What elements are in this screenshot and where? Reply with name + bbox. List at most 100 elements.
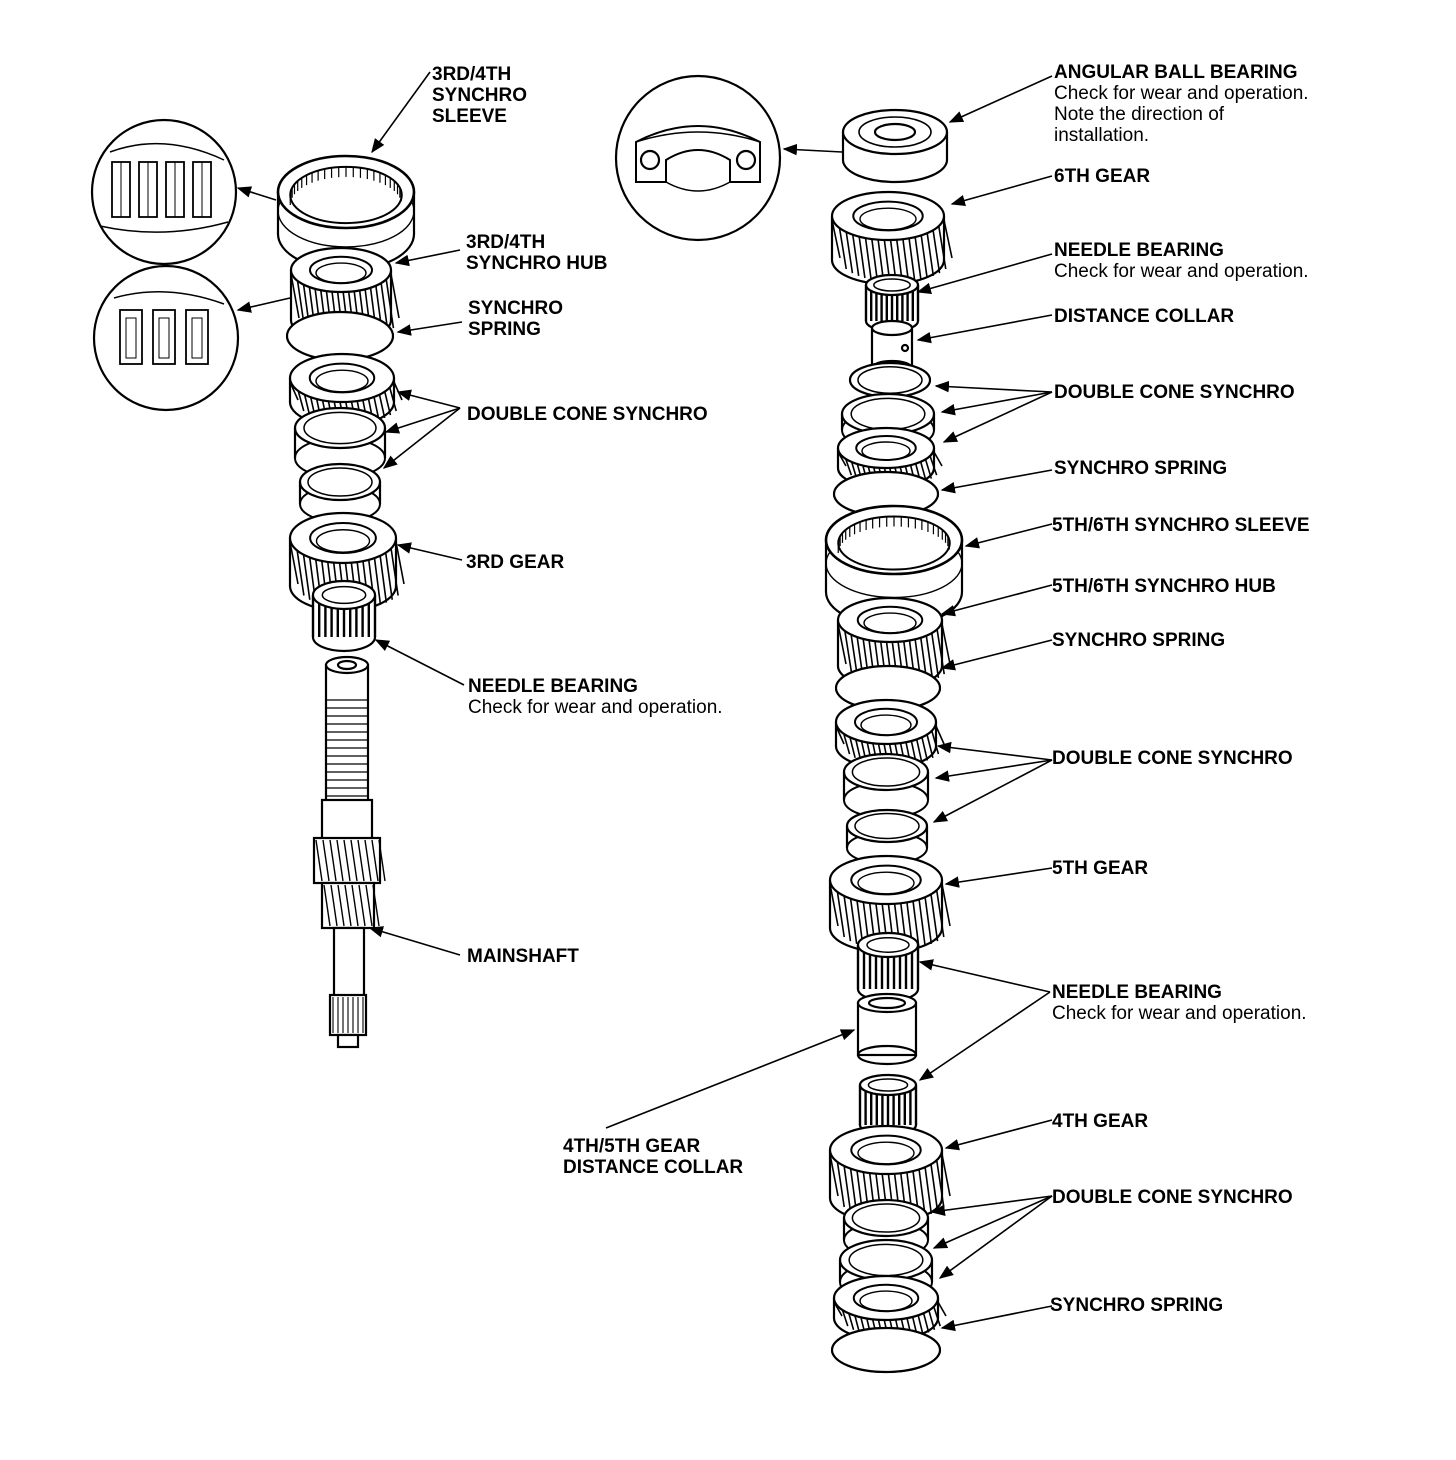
label-gear5: 5TH GEAR	[1052, 858, 1148, 879]
label-collar: DISTANCE COLLAR	[1054, 306, 1234, 327]
label-note-line: installation.	[1054, 125, 1150, 146]
leader-line	[396, 389, 461, 409]
leader-line	[394, 249, 461, 267]
label-title-line: 5TH GEAR	[1052, 858, 1149, 879]
hub-detail-circle	[92, 264, 240, 412]
leader-line	[396, 321, 463, 336]
label-gear4: 4TH GEAR	[1052, 1111, 1148, 1132]
leader-line	[916, 314, 1053, 344]
label-title-line: 3RD/4TH	[466, 232, 546, 253]
leader-line	[948, 75, 1053, 123]
leader-line	[932, 1195, 1053, 1249]
label-title-line: DISTANCE COLLAR	[563, 1157, 744, 1178]
leader-line	[382, 407, 461, 469]
double-cone-synchro-c2	[838, 1238, 934, 1303]
leader-line	[944, 1119, 1053, 1151]
label-title-line: 6TH GEAR	[1054, 166, 1151, 187]
label-title-line: NEEDLE BEARING	[1054, 240, 1224, 261]
leader-line	[932, 759, 1053, 823]
label-title-line: SYNCHRO SPRING	[1054, 458, 1228, 479]
label-spring-r2: SYNCHRO SPRING	[1052, 630, 1225, 651]
sleeve-detail-circle	[90, 118, 238, 266]
leader-line	[605, 1029, 856, 1129]
label-title-line: SYNCHRO SPRING	[1052, 630, 1226, 651]
double-cone-synchro-b2	[842, 752, 930, 819]
label-title-line: DOUBLE CONE SYNCHRO	[467, 404, 708, 425]
needle-bearing-right-mid	[856, 931, 920, 1003]
leader-line	[374, 639, 465, 686]
leader-line	[371, 71, 431, 154]
leader-line	[396, 542, 463, 561]
double-cone-synchro-a2	[840, 392, 936, 451]
label-spring-r1: SYNCHRO SPRING	[1054, 458, 1227, 479]
leader-line	[384, 407, 461, 434]
label-title-line: SYNCHRO	[432, 85, 528, 106]
label-sleeve56: 5TH/6TH SYNCHRO SLEEVE	[1052, 515, 1310, 536]
leader-line	[940, 639, 1053, 671]
leader-line	[940, 584, 1053, 617]
label-title-line: SPRING	[468, 319, 541, 340]
label-mainshaft: MAINSHAFT	[467, 946, 579, 967]
mainshaft-part	[312, 655, 386, 1049]
label-title-line: 3RD/4TH	[432, 64, 512, 85]
label-title-line: NEEDLE BEARING	[468, 676, 638, 697]
leader-line	[950, 175, 1053, 207]
label-dcs-r1: DOUBLE CONE SYNCHRO	[1054, 382, 1295, 403]
label-title-line: DOUBLE CONE SYNCHRO	[1054, 382, 1295, 403]
label-dcs-r2: DOUBLE CONE SYNCHRO	[1052, 748, 1293, 769]
leader-line	[940, 469, 1053, 494]
leader-line	[930, 1195, 1053, 1216]
angular-ball-bearing-part	[841, 108, 949, 184]
label-title-line: MAINSHAFT	[467, 946, 579, 967]
double-cone-synchro-c3	[832, 1274, 947, 1342]
label-title-line: 3RD GEAR	[466, 552, 565, 573]
leader-line	[942, 391, 1053, 443]
label-title-line: SYNCHRO	[468, 298, 564, 319]
label-note-line: Check for wear and operation.	[468, 697, 723, 718]
leader-line	[940, 391, 1053, 416]
label-title-line: DOUBLE CONE SYNCHRO	[1052, 748, 1293, 769]
leader-line	[916, 253, 1053, 295]
label-title-line: 5TH/6TH SYNCHRO SLEEVE	[1052, 515, 1310, 536]
leader-line	[934, 759, 1053, 782]
label-title-line: 5TH/6TH SYNCHRO HUB	[1052, 576, 1276, 597]
label-spring-r3: SYNCHRO SPRING	[1050, 1295, 1223, 1316]
leader-line	[236, 186, 277, 201]
label-title-line: ANGULAR BALL BEARING	[1054, 62, 1298, 83]
synchro-spring-r3	[830, 1326, 942, 1374]
double-cone-synchro-c1	[842, 1198, 930, 1259]
label-gear3: 3RD GEAR	[466, 552, 564, 573]
leader-line	[934, 380, 1053, 393]
double-cone-synchro-middle-left	[293, 406, 387, 479]
distance-collar-45-part	[856, 992, 918, 1066]
label-hub56: 5TH/6TH SYNCHRO HUB	[1052, 576, 1276, 597]
leader-line	[944, 867, 1053, 888]
double-cone-synchro-a1	[848, 361, 932, 399]
leader-line	[368, 926, 461, 956]
needle-bearing-left	[311, 579, 377, 653]
label-gear6: 6TH GEAR	[1054, 166, 1150, 187]
label-note-line: Check for wear and operation.	[1054, 261, 1309, 282]
label-dcs-r3: DOUBLE CONE SYNCHRO	[1052, 1187, 1293, 1208]
synchro-spring-left	[285, 310, 395, 362]
label-note-line: Note the direction of	[1054, 104, 1225, 125]
label-title-line: SYNCHRO SPRING	[1050, 1295, 1224, 1316]
label-title-line: NEEDLE BEARING	[1052, 982, 1222, 1003]
double-cone-synchro-b3	[845, 808, 929, 865]
label-title-line: DISTANCE COLLAR	[1054, 306, 1235, 327]
leader-line	[940, 1305, 1053, 1332]
leader-line	[964, 523, 1053, 549]
double-cone-synchro-inner-left	[298, 462, 382, 523]
leader-line	[236, 297, 291, 313]
label-note-line: Check for wear and operation.	[1054, 83, 1309, 104]
angular-bearing-detail-circle	[614, 74, 782, 242]
